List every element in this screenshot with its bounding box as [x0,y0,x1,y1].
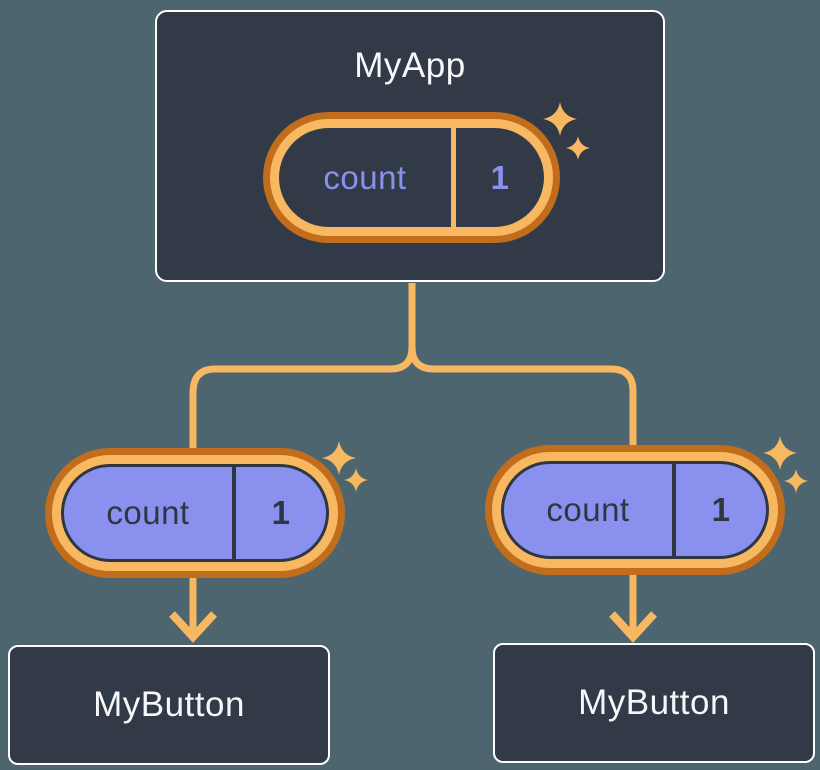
component-card-mybutton-left: MyButton [8,645,330,765]
component-card-mybutton-right: MyButton [493,643,815,763]
pill-divider [232,467,236,559]
component-title-mybutton-left: MyButton [93,685,245,724]
state-name-label: count [323,158,407,196]
state-pill-mybutton-left: count 1 [45,448,345,578]
sparkle-icon [566,136,590,160]
sparkle-icon [763,436,797,470]
state-pill-myapp: count 1 [263,112,560,243]
sparkle-icon [322,441,356,475]
state-value-label: 1 [271,494,291,531]
sparkle-icon [543,102,577,136]
pill-divider [672,464,676,556]
state-name-label: count [546,491,630,528]
state-name-label: count [106,494,190,531]
state-pill-ring: count 1 [492,452,778,568]
state-pill-body: count 1 [279,128,544,227]
state-pill-body: count 1 [61,464,329,562]
state-pill-mybutton-right: count 1 [485,445,785,575]
state-value-label: 1 [711,491,731,528]
state-value-label: 1 [490,158,510,196]
pill-divider [451,128,456,227]
arrow-head-left-icon [169,611,217,643]
state-pill-ring: count 1 [52,455,338,571]
sparkle-icon [344,468,368,492]
state-pill-ring: count 1 [270,119,553,236]
arrow-head-right-icon [609,611,657,643]
component-title-mybutton-right: MyButton [578,683,730,722]
branch-line-left [189,283,416,455]
component-title-myapp: MyApp [354,46,466,85]
branch-line-right [408,283,637,452]
sparkle-icon [784,469,808,493]
state-pill-body: count 1 [501,461,769,559]
